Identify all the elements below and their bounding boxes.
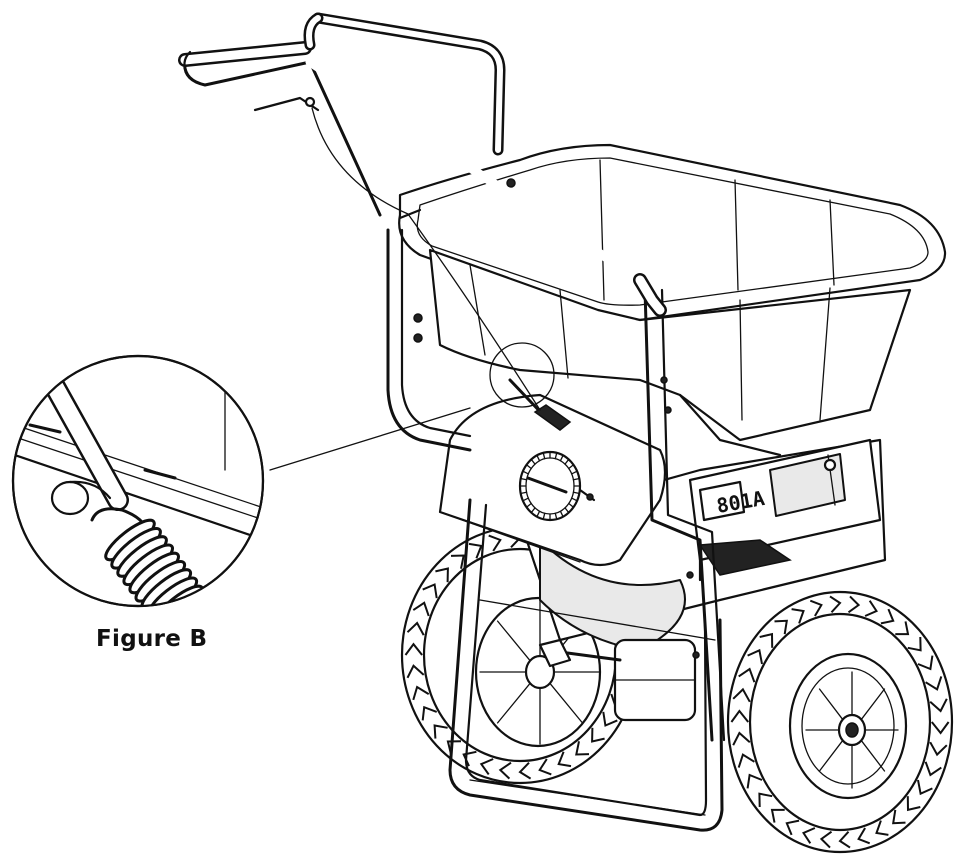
figure-b-magnified-view	[11, 354, 265, 608]
frame	[386, 228, 726, 832]
figure-caption: Figure B	[96, 626, 208, 652]
hopper	[398, 143, 947, 457]
rate-dial[interactable]	[518, 450, 596, 522]
right-wheel	[726, 590, 954, 854]
control-panel	[438, 378, 667, 567]
detail-callout	[269, 342, 555, 471]
push-handle	[178, 12, 667, 411]
model-plate-assembly: 801A	[688, 438, 882, 582]
